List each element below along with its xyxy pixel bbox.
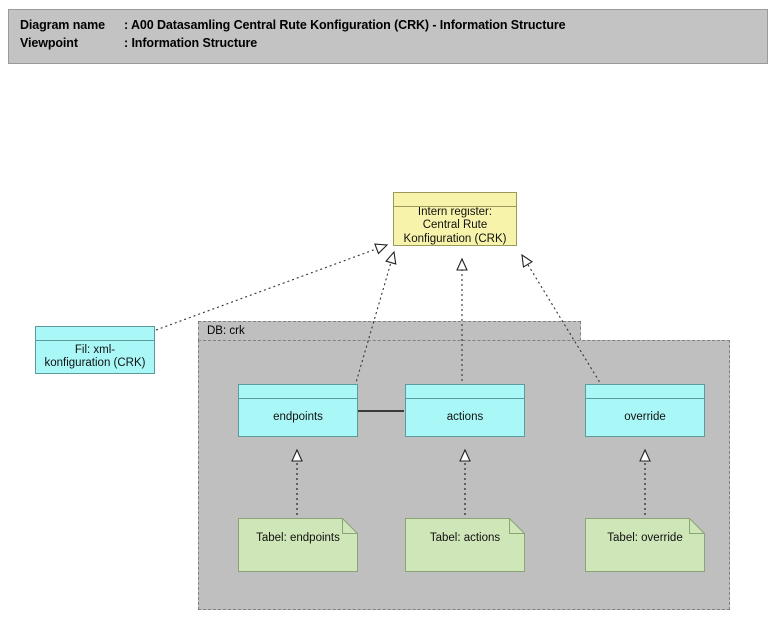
node-tabel-override-label: Tabel: override (607, 532, 683, 544)
node-actions[interactable]: actions (405, 384, 525, 437)
node-override[interactable]: override (585, 384, 705, 437)
diagram-name-row: Diagram name: A00 Datasamling Central Ru… (20, 18, 566, 32)
node-endpoints-label: endpoints (273, 410, 323, 423)
node-override-strip (586, 385, 704, 399)
node-endpoints[interactable]: endpoints (238, 384, 358, 437)
node-intern-register-strip (394, 193, 516, 207)
diagram-name-label: Diagram name (20, 18, 105, 32)
node-xml-file[interactable]: Fil: xml- konfiguration (CRK) (35, 326, 155, 374)
node-tabel-actions[interactable]: Tabel: actions (405, 518, 525, 572)
tabel-override-shape (585, 518, 705, 572)
node-actions-label: actions (446, 410, 484, 423)
node-intern-register-line1: Intern register: (417, 207, 493, 218)
viewpoint-label: Viewpoint (20, 36, 78, 50)
node-intern-register[interactable]: Intern register: Central Rute Konfigurat… (393, 192, 517, 246)
tabel-actions-shape (405, 518, 525, 572)
node-xml-file-body: Fil: xml- konfiguration (CRK) (36, 341, 154, 373)
node-tabel-endpoints[interactable]: Tabel: endpoints (238, 518, 358, 572)
node-intern-register-line2: Central Rute (422, 219, 488, 232)
edge-xmlfile-to-intern-register (155, 243, 389, 331)
group-db-crk-tab[interactable] (198, 321, 581, 341)
node-tabel-override[interactable]: Tabel: override (585, 518, 705, 572)
node-actions-strip (406, 385, 524, 399)
tabel-endpoints-shape (238, 518, 358, 572)
node-tabel-endpoints-label: Tabel: endpoints (256, 532, 340, 544)
node-xml-file-line2: konfiguration (CRK) (44, 357, 146, 369)
node-intern-register-body: Intern register: Central Rute Konfigurat… (394, 207, 516, 245)
group-db-crk-label: DB: crk (207, 325, 245, 337)
diagram-name-value: A00 Datasamling Central Rute Konfigurati… (130, 18, 566, 32)
node-tabel-actions-label: Tabel: actions (429, 532, 501, 544)
node-xml-file-line1: Fil: xml- (74, 343, 116, 356)
node-intern-register-line3: Konfiguration (CRK) (403, 232, 507, 245)
viewpoint-row: Viewpoint: Information Structure (20, 36, 257, 50)
node-xml-file-strip (36, 327, 154, 341)
node-override-label: override (624, 410, 666, 423)
diagram-name-separator: : (124, 18, 131, 32)
node-endpoints-strip (239, 385, 357, 399)
diagram-header: Diagram name: A00 Datasamling Central Ru… (8, 9, 768, 64)
viewpoint-separator: : (124, 36, 132, 50)
viewpoint-value: Information Structure (131, 36, 258, 50)
